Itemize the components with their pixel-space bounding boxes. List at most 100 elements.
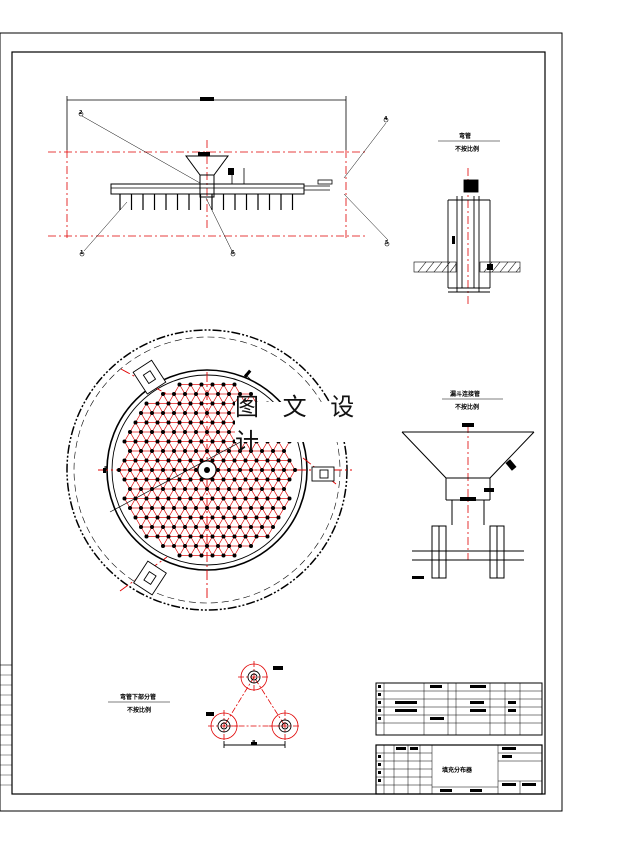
distribution-hole: [238, 468, 242, 472]
triangle-pipe-view: [108, 661, 301, 748]
triangle-dimension-label: 8: [252, 740, 256, 746]
distribution-hole: [282, 449, 286, 453]
distribution-hole: [265, 496, 270, 501]
distribution-hole: [188, 477, 193, 482]
distribution-hole: [177, 458, 182, 463]
distribution-hole: [172, 392, 176, 396]
distribution-hole: [232, 496, 237, 501]
distribution-hole: [188, 458, 193, 463]
distribution-hole: [282, 487, 286, 491]
distribution-hole: [238, 506, 242, 510]
distribution-hole: [210, 496, 215, 501]
parts-list-table: [375, 682, 543, 736]
distribution-hole: [177, 477, 182, 482]
distribution-hole: [199, 382, 204, 387]
distribution-hole: [221, 382, 226, 387]
distribution-hole: [172, 506, 176, 510]
distribution-hole: [199, 439, 204, 444]
distribution-hole: [205, 392, 209, 396]
distribution-hole: [139, 411, 143, 415]
distribution-hole: [210, 553, 215, 558]
distribution-hole: [210, 477, 215, 482]
distribution-hole: [188, 420, 193, 425]
distribution-hole: [271, 506, 275, 510]
distribution-hole: [260, 506, 264, 510]
funnel-view-title: 漏斗连接管: [450, 391, 481, 398]
distribution-hole: [254, 477, 259, 482]
distribution-hole: [227, 392, 231, 396]
distribution-hole: [210, 420, 215, 425]
distribution-hole: [265, 515, 270, 520]
funnel-connector-view: [401, 398, 535, 579]
distribution-hole: [172, 525, 176, 529]
distribution-hole: [133, 477, 138, 482]
distribution-hole: [232, 534, 237, 539]
distribution-hole: [216, 506, 220, 510]
distribution-hole: [227, 506, 231, 510]
distribution-hole: [144, 439, 149, 444]
watermark: 图 文 设 计: [235, 393, 388, 456]
distribution-hole: [144, 477, 149, 482]
distribution-hole: [155, 420, 160, 425]
distribution-hole: [177, 515, 182, 520]
distribution-hole: [177, 534, 182, 539]
distribution-hole: [150, 468, 154, 472]
distribution-hole: [205, 525, 209, 529]
distribution-hole: [194, 430, 198, 434]
distribution-hole: [155, 496, 160, 501]
distribution-hole: [139, 506, 143, 510]
distribution-hole: [172, 411, 176, 415]
distribution-hole: [161, 544, 165, 548]
distribution-hole: [199, 477, 204, 482]
distribution-hole: [155, 401, 160, 406]
distribution-hole: [221, 458, 226, 463]
distribution-hole: [188, 515, 193, 520]
distribution-hole: [271, 468, 275, 472]
distribution-hole: [188, 439, 193, 444]
distribution-hole: [271, 487, 275, 491]
distribution-hole: [249, 487, 253, 491]
leader-label-6: 6: [231, 250, 235, 256]
distribution-hole: [161, 449, 165, 453]
distribution-hole: [227, 468, 231, 472]
distribution-hole: [194, 506, 198, 510]
distribution-hole: [194, 449, 198, 453]
distribution-hole: [210, 382, 215, 387]
distribution-hole: [177, 553, 182, 558]
distribution-hole: [216, 468, 220, 472]
distribution-hole: [150, 411, 154, 415]
distribution-hole: [249, 525, 253, 529]
distribution-hole: [232, 458, 237, 463]
distribution-hole: [249, 468, 253, 472]
distribution-hole: [199, 515, 204, 520]
distribution-hole: [265, 534, 270, 539]
distribution-hole: [254, 458, 259, 463]
distribution-hole: [293, 468, 297, 472]
distribution-hole: [210, 439, 215, 444]
distribution-hole: [128, 468, 132, 472]
distribution-hole: [155, 477, 160, 482]
distribution-hole: [139, 449, 143, 453]
distribution-hole: [133, 458, 138, 463]
distribution-hole: [161, 430, 165, 434]
distribution-hole: [166, 534, 171, 539]
distribution-hole: [144, 401, 149, 406]
distribution-hole: [221, 496, 226, 501]
distribution-hole: [282, 468, 286, 472]
distribution-hole: [254, 496, 259, 501]
distribution-hole: [243, 534, 248, 539]
distribution-hole: [166, 401, 171, 406]
distribution-hole: [265, 458, 270, 463]
distribution-hole: [260, 525, 264, 529]
distribution-hole: [243, 458, 248, 463]
distribution-hole: [122, 496, 127, 501]
distribution-hole: [249, 506, 253, 510]
distribution-hole: [150, 449, 154, 453]
distribution-hole: [166, 496, 171, 501]
distribution-hole: [139, 468, 143, 472]
drawing-name: 填充分布器: [442, 767, 473, 774]
distribution-hole: [188, 496, 193, 501]
distribution-hole: [166, 515, 171, 520]
distribution-hole: [243, 496, 248, 501]
distribution-hole: [227, 449, 231, 453]
